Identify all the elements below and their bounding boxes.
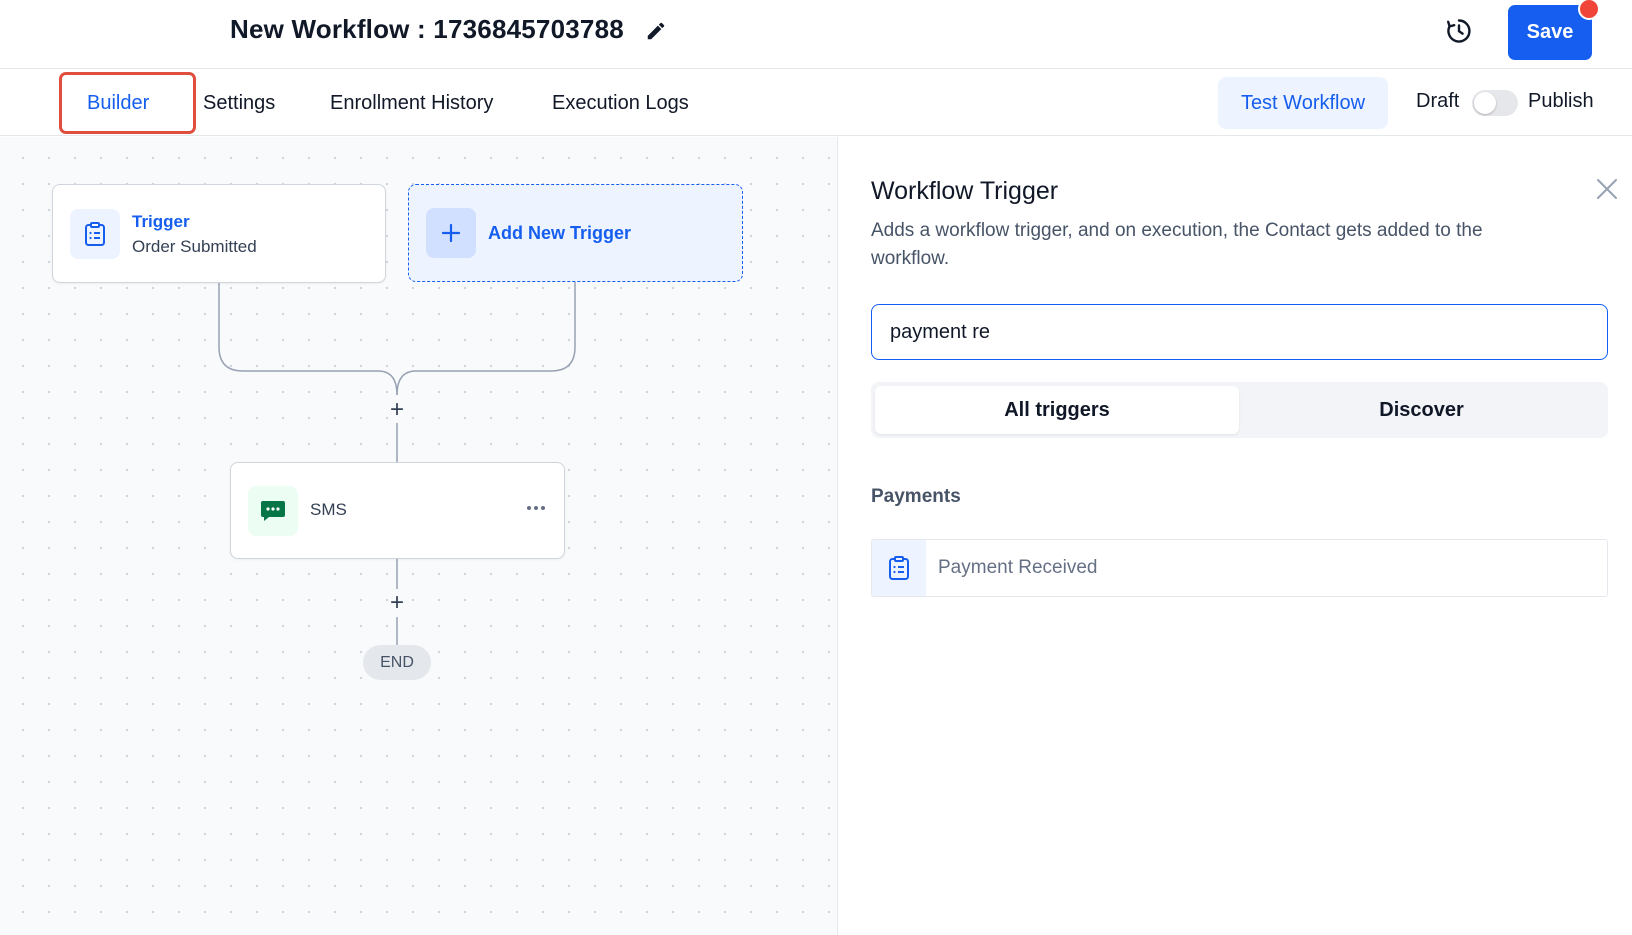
history-icon[interactable] [1444, 16, 1474, 46]
tab-bar: Builder Settings Enrollment History Exec… [0, 70, 1632, 136]
sms-icon-box [248, 486, 298, 536]
plus-icon [441, 223, 461, 243]
trigger-icon-box [70, 209, 120, 259]
connector-lines [218, 282, 576, 645]
panel-description: Adds a workflow trigger, and on executio… [871, 220, 1483, 269]
workflow-title: New Workflow : 1736845703788 [230, 14, 624, 44]
draft-label: Draft [1416, 90, 1460, 112]
notification-dot [1578, 0, 1600, 20]
message-icon [261, 501, 285, 521]
trigger-node[interactable]: Trigger Order Submitted [52, 184, 386, 283]
publish-toggle[interactable] [1472, 90, 1518, 116]
sms-node-label: SMS [310, 500, 347, 519]
publish-label: Publish [1528, 90, 1594, 112]
end-node: END [363, 645, 431, 680]
toggle-knob [1474, 92, 1496, 114]
workflow-canvas[interactable]: Trigger Order Submitted Add New Trigger … [0, 137, 838, 935]
test-workflow-button[interactable]: Test Workflow [1218, 77, 1388, 129]
tab-settings[interactable]: Settings [203, 91, 276, 114]
clipboard-icon [889, 556, 909, 580]
more-options-icon[interactable] [521, 497, 551, 519]
add-step-plus-button[interactable]: + [389, 396, 404, 423]
add-new-trigger-label: Add New Trigger [488, 223, 632, 243]
close-icon[interactable] [1593, 175, 1621, 203]
result-icon-box [872, 540, 926, 596]
add-new-trigger-button[interactable]: Add New Trigger [408, 184, 743, 282]
trigger-node-subtitle: Order Submitted [132, 237, 257, 256]
trigger-option-payment-received[interactable]: Payment Received [871, 539, 1608, 597]
add-step-plus-button-2[interactable]: + [389, 589, 404, 616]
trigger-search-input[interactable] [871, 304, 1608, 360]
add-trigger-icon-box [426, 208, 476, 258]
segment-all-triggers[interactable]: All triggers [875, 386, 1239, 434]
segment-discover[interactable]: Discover [1379, 398, 1464, 421]
trigger-segmented-control: All triggers Discover [871, 382, 1608, 438]
panel-title: Workflow Trigger [871, 177, 1059, 205]
trigger-node-title: Trigger [132, 212, 190, 231]
tab-execution-logs[interactable]: Execution Logs [552, 91, 689, 114]
sms-action-node[interactable]: SMS [230, 462, 565, 559]
trigger-panel: Workflow Trigger Adds a workflow trigger… [839, 137, 1632, 935]
clipboard-icon [85, 222, 105, 246]
top-header: New Workflow : 1736845703788 Save [0, 0, 1632, 69]
section-label-payments: Payments [871, 486, 961, 507]
trigger-option-label: Payment Received [938, 557, 1098, 578]
pencil-icon[interactable] [645, 20, 667, 42]
tab-enrollment-history[interactable]: Enrollment History [330, 91, 494, 114]
save-button[interactable]: Save [1508, 5, 1592, 60]
tab-builder[interactable]: Builder [87, 91, 150, 114]
